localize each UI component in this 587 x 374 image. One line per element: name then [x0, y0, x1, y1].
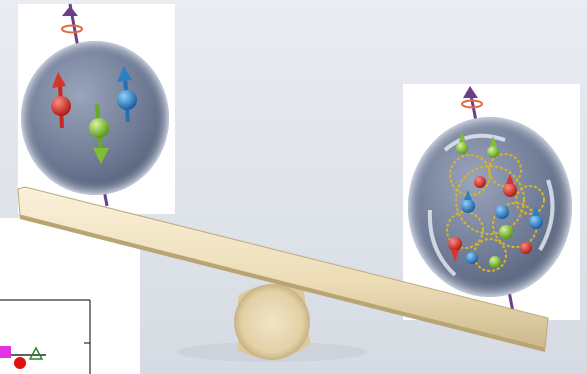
blue-quark	[495, 205, 509, 219]
log-end	[234, 284, 310, 360]
red-quark	[51, 96, 71, 116]
blue-quark	[461, 199, 475, 213]
green-quark	[89, 118, 109, 138]
blue-quark	[529, 215, 543, 229]
red-quark	[520, 242, 532, 254]
green-triangle-marker	[30, 348, 42, 359]
red-quark	[503, 183, 517, 197]
spin-arrowhead-icon	[463, 86, 478, 98]
red-quark	[474, 176, 486, 188]
green-quark	[499, 225, 513, 239]
right-proton	[408, 86, 572, 312]
blue-quark	[466, 252, 478, 264]
partial-plot	[0, 300, 90, 374]
magenta-square-marker	[0, 346, 11, 358]
spin-arrowhead-icon	[62, 6, 78, 16]
left-proton	[21, 4, 169, 206]
red-circle-marker	[14, 357, 26, 369]
red-quark	[448, 237, 462, 251]
green-quark	[487, 146, 499, 158]
green-quark	[456, 142, 468, 154]
rotation-arrow-icon	[62, 26, 82, 33]
green-quark	[489, 256, 501, 268]
blue-quark	[117, 90, 137, 110]
